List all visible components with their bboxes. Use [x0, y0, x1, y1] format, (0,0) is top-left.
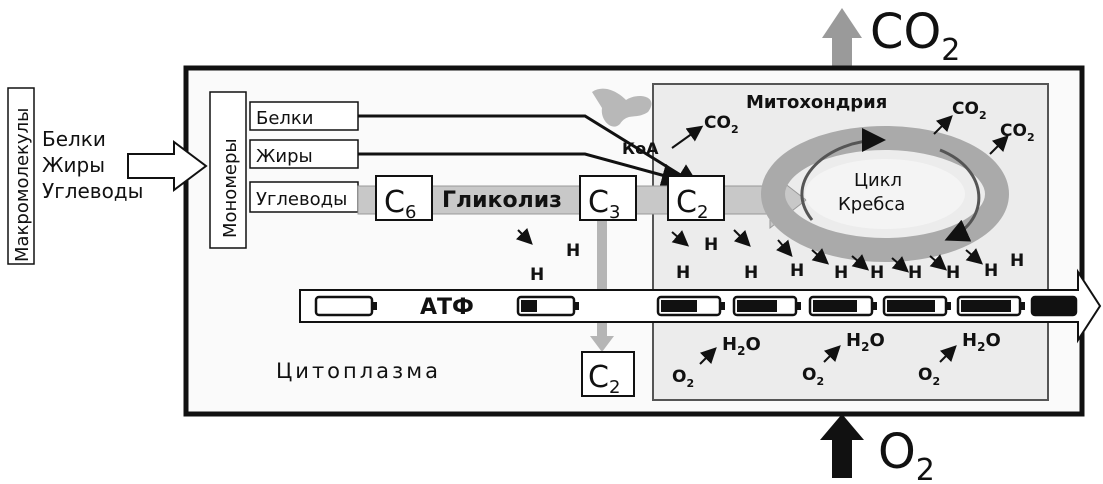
mitochondria-title: Митохондрия: [746, 92, 887, 113]
h-label-5: H: [744, 263, 758, 283]
monomer-proteins-label: Белки: [256, 108, 314, 129]
input-proteins: Белки: [42, 127, 106, 151]
o2-in-arrow: [820, 414, 864, 478]
atp-battery-empty: [316, 297, 377, 315]
input-fats: Жиры: [42, 153, 105, 177]
h-label-10: H: [946, 263, 960, 283]
atp-label: АТФ: [420, 295, 474, 320]
monomers-label: Мономеры: [220, 138, 241, 238]
krebs-label-2: Кребса: [838, 194, 905, 215]
atp-battery-1: [518, 297, 579, 315]
monomer-carbs-label: Углеводы: [256, 189, 347, 210]
h-label-9: H: [908, 263, 922, 283]
glycolysis-label: Гликолиз: [442, 188, 562, 213]
monomer-fats-label: Жиры: [256, 146, 313, 167]
h-label-3: H: [704, 235, 718, 255]
atp-battery-3: [734, 297, 801, 315]
input-carbs: Углеводы: [42, 179, 143, 203]
o2-big-label: O2: [878, 424, 935, 484]
atp-battery-7: [1032, 297, 1076, 315]
h-label-1: H: [566, 241, 580, 261]
h-label-4: H: [676, 263, 690, 283]
atp-battery-5: [884, 297, 951, 315]
krebs-label-1: Цикл: [854, 170, 902, 191]
h-label-12: H: [1010, 251, 1024, 271]
h-label-2: H: [530, 265, 544, 285]
atp-battery-2: [658, 297, 725, 315]
h-label-11: H: [984, 261, 998, 281]
macromolecules-label: Макромолекулы: [12, 108, 33, 262]
atp-battery-6: [958, 297, 1025, 315]
co2-out-arrow: [822, 8, 862, 68]
h-label-7: H: [834, 263, 848, 283]
h-label-6: H: [790, 261, 804, 281]
atp-battery-4: [810, 297, 877, 315]
koa-label: КоА: [622, 139, 659, 158]
h-label-8: H: [870, 263, 884, 283]
co2-big-label: CO2: [870, 4, 960, 68]
cytoplasm-label: Цитоплазма: [276, 359, 441, 383]
